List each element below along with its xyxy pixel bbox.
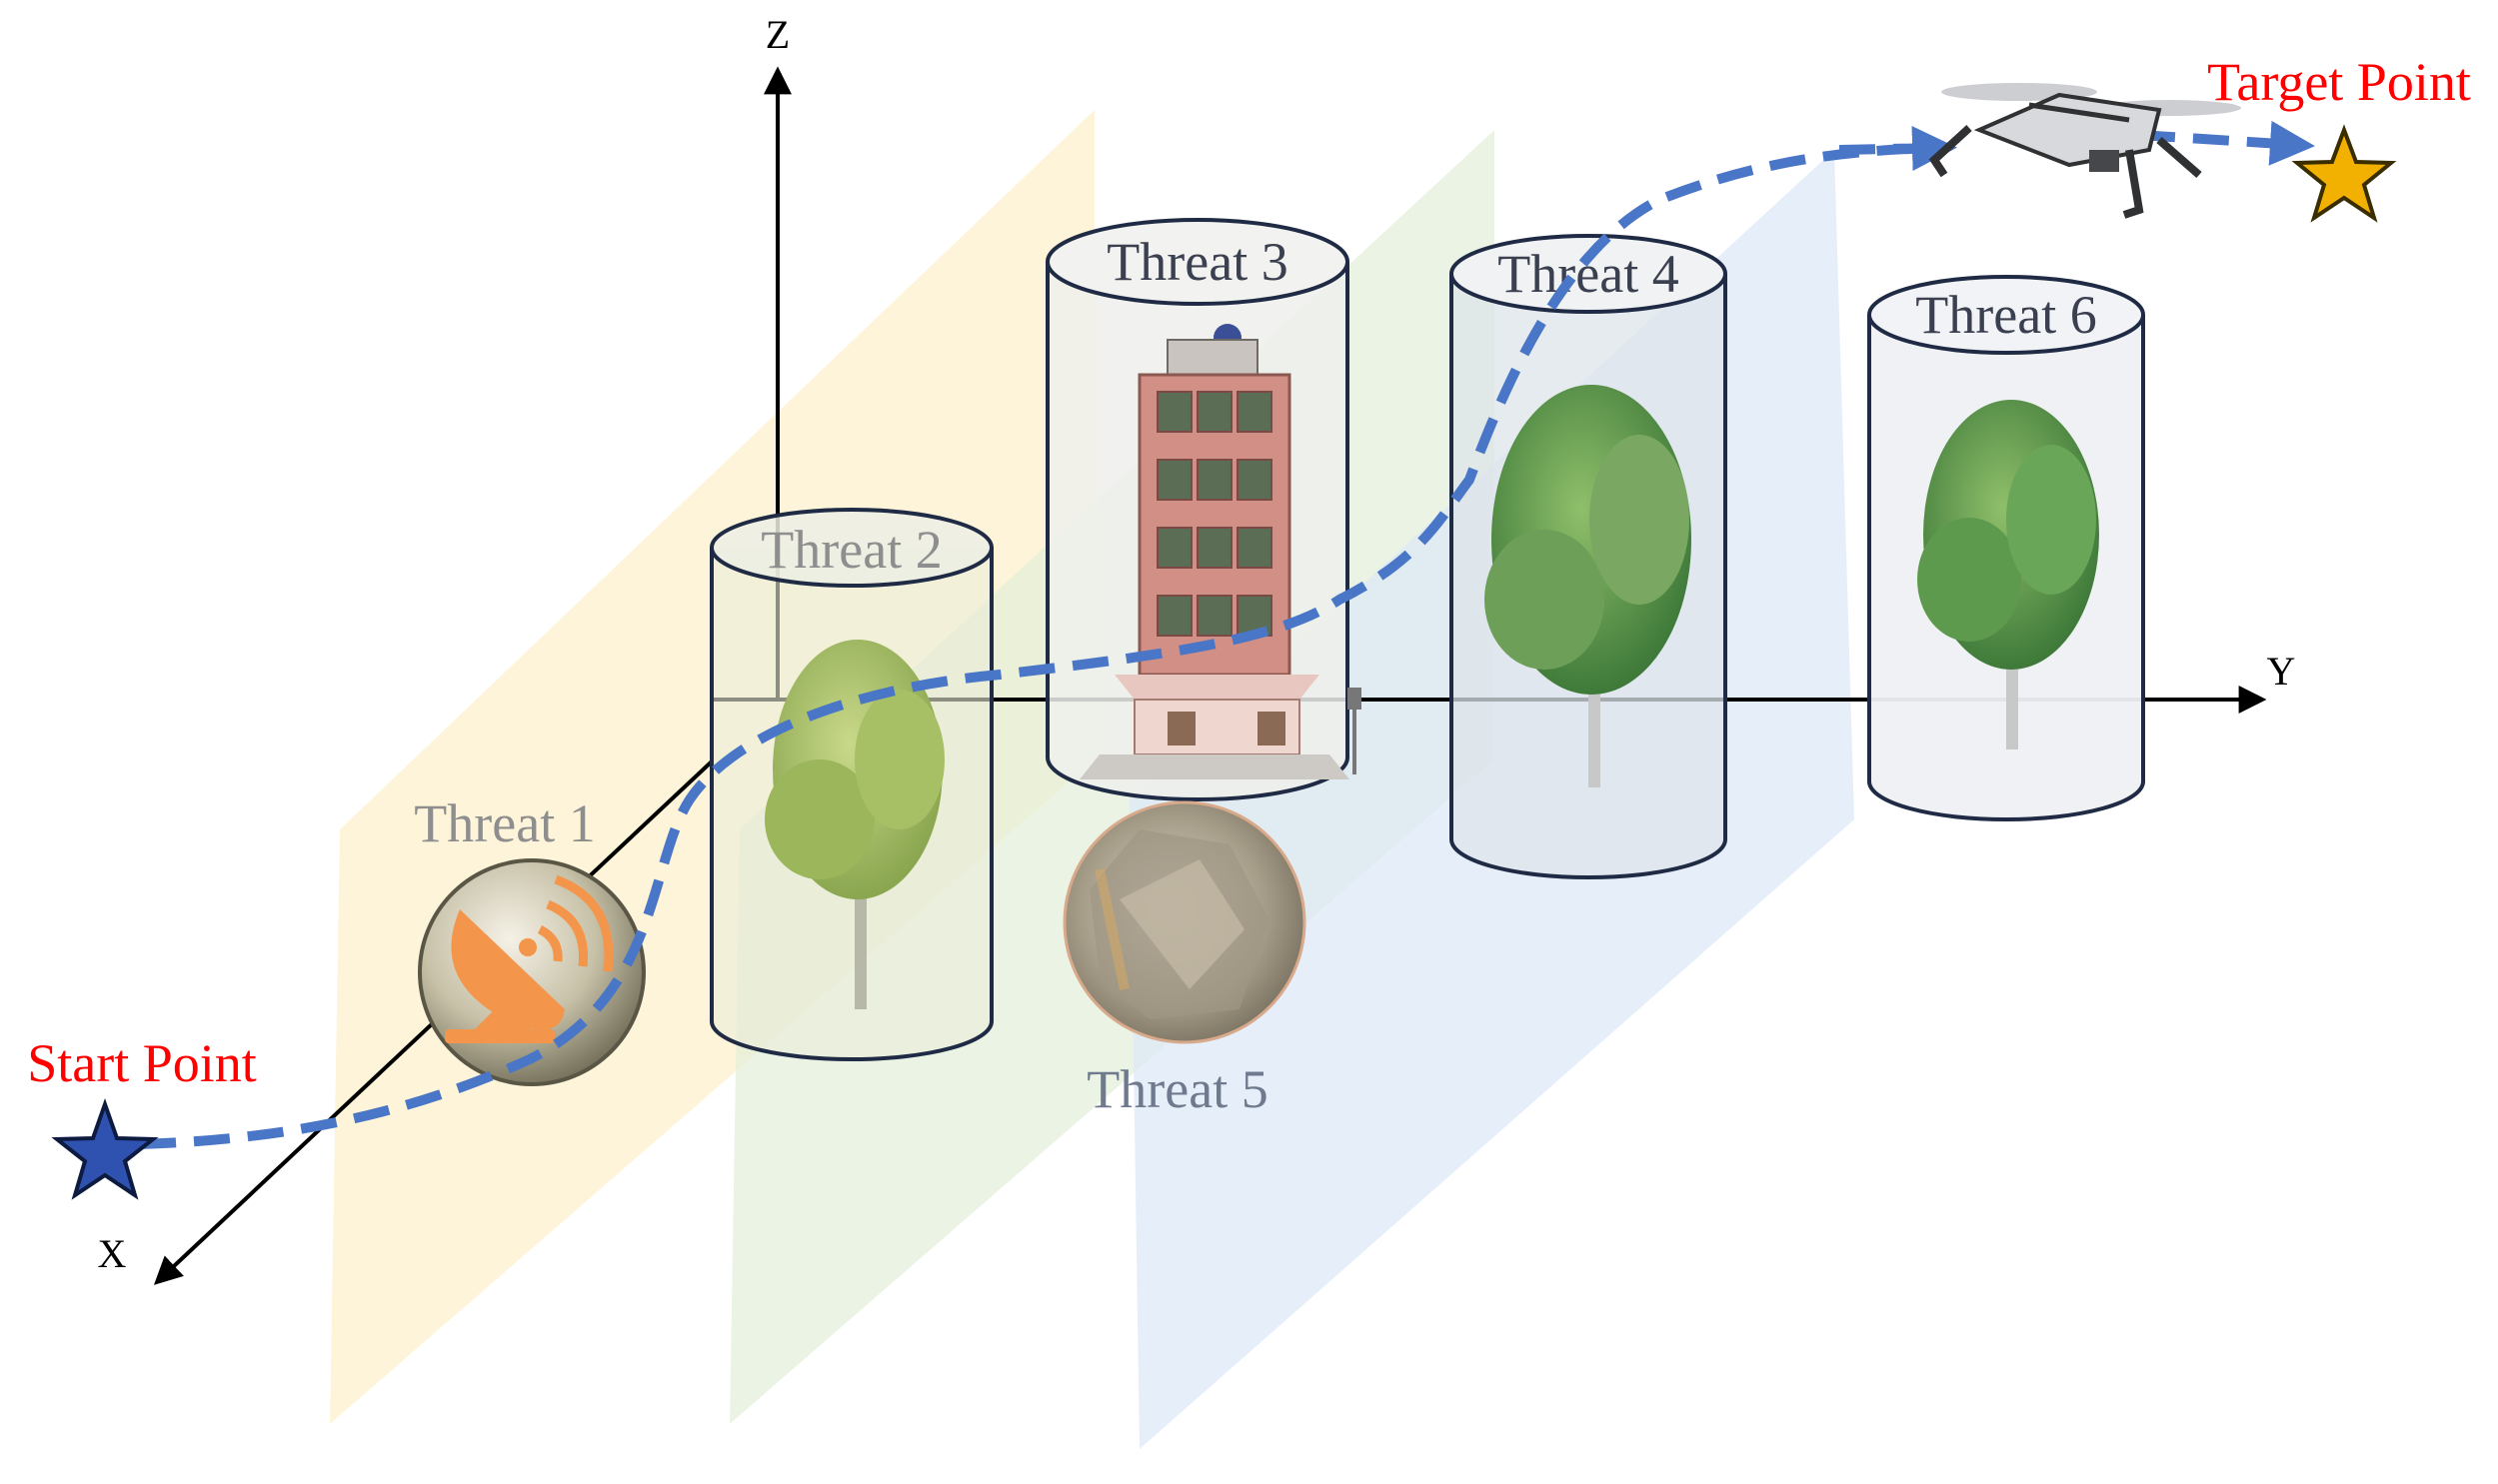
start-star-icon xyxy=(51,1097,159,1200)
tree-icon xyxy=(1917,400,2099,749)
threat-6-label: Threat 6 xyxy=(1915,285,2096,345)
threat-6-cylinder xyxy=(1867,275,2145,821)
y-axis-label: Y xyxy=(2267,649,2296,694)
satellite-dish-icon xyxy=(445,874,614,1043)
threat-3-label: Threat 3 xyxy=(1107,232,1287,292)
z-axis-label: Z xyxy=(766,12,790,57)
target-point-label: Target Point xyxy=(2207,52,2471,112)
threat-2-cylinder xyxy=(710,508,994,1061)
threat-2-label: Threat 2 xyxy=(761,520,942,580)
threat-4-cylinder xyxy=(1449,234,1727,879)
drone-icon xyxy=(1928,83,2241,219)
x-axis-label: X xyxy=(98,1231,127,1276)
building-icon xyxy=(1080,324,1361,779)
target-star-icon xyxy=(2291,124,2397,223)
threat-5-label: Threat 5 xyxy=(1087,1059,1267,1119)
threat-3-cylinder xyxy=(1046,218,1361,801)
threat-1-label: Threat 1 xyxy=(414,793,595,853)
tree-icon xyxy=(1484,385,1691,787)
tree-icon xyxy=(765,640,945,1009)
start-point-label: Start Point xyxy=(27,1033,257,1093)
planned-path xyxy=(139,143,1940,1149)
threat-5-rock xyxy=(1063,800,1306,1044)
path-arrow-2 xyxy=(2138,120,2315,166)
path-arrow-1 xyxy=(1838,126,1957,172)
threat-1-radar xyxy=(418,858,646,1086)
